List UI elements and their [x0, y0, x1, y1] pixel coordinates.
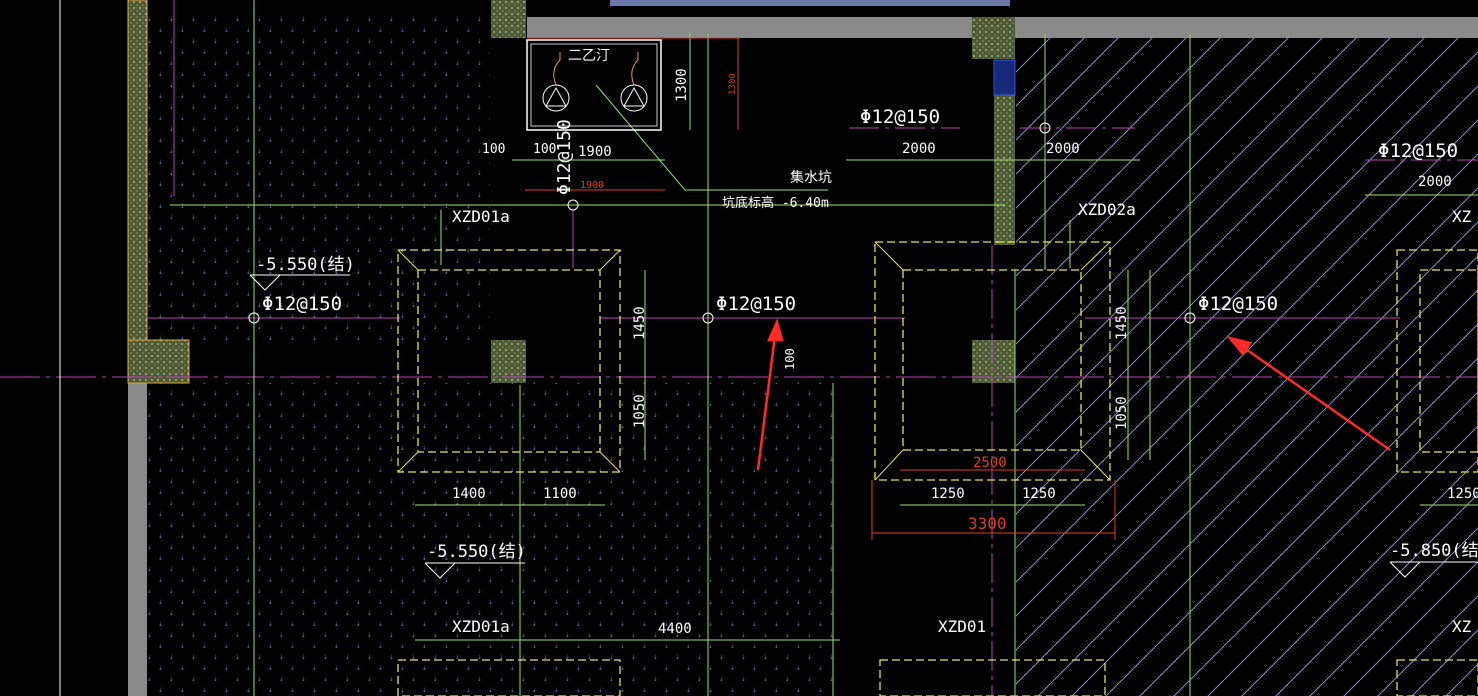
dim-4400: 4400	[658, 621, 692, 637]
grid-markers	[248, 122, 1196, 324]
red-dimension-lines	[525, 37, 1116, 540]
rebar-label-vertical: Φ12@150	[554, 119, 575, 195]
column-right	[972, 340, 1015, 383]
dotted-slab-bottom	[147, 383, 833, 696]
grey-wall-left	[128, 383, 147, 696]
elevation-left: -5.550(结)	[256, 255, 355, 275]
footing-label-e: XZ	[1452, 207, 1472, 226]
dim-1250-a: 1250	[931, 486, 965, 502]
footing-label-b: XZD02a	[1078, 200, 1136, 219]
pit-box-label: 二乙汀	[568, 48, 610, 64]
dim-1450-b: 1450	[1114, 306, 1130, 340]
red-arrows	[756, 318, 1391, 471]
dim-3300: 3300	[968, 514, 1007, 533]
footing-label-c: XZD01a	[452, 617, 510, 636]
dim-2000-a: 2000	[902, 141, 936, 157]
door-blue	[993, 59, 1016, 96]
wall-left-vertical	[127, 0, 148, 384]
dim-1250-b: 1250	[1022, 486, 1056, 502]
footing-corner-lines	[397, 241, 1111, 481]
hatched-slope-region	[1016, 38, 1478, 696]
dim-1050-a: 1050	[632, 394, 648, 428]
elevation-markers	[249, 274, 1478, 579]
column-mid	[491, 340, 526, 383]
wall-right-vertical	[994, 95, 1015, 245]
dim-100-a: 100	[482, 142, 505, 157]
footing-label-a: XZD01a	[452, 207, 510, 226]
dim-2000-c: 2000	[1418, 174, 1452, 190]
rebar-label-top-mid: Φ12@150	[860, 106, 940, 128]
dim-1250-c: 1250	[1447, 486, 1478, 502]
dim-100-b: 100	[533, 142, 556, 157]
dim-1450-a: 1450	[632, 306, 648, 340]
rebar-label-left: Φ12@150	[262, 293, 342, 315]
dotted-slab-top-left	[147, 12, 490, 342]
dim-1050-b: 1050	[1114, 396, 1130, 430]
text-labels: Φ12@150 Φ12@150 Φ12@150 Φ12@150 Φ12@150 …	[256, 48, 1478, 637]
elevation-bottom: -5.550(结)	[427, 542, 526, 562]
column-left	[127, 339, 190, 384]
column-top-right	[972, 17, 1015, 59]
dim-2000-b: 2000	[1046, 141, 1080, 157]
column-top-mid	[491, 0, 526, 38]
dim-1400: 1400	[452, 486, 486, 502]
dim-1900: 1900	[578, 144, 612, 160]
pit-elevation: 坑底标高 -6.40m	[722, 195, 829, 211]
rebar-label-top-far: Φ12@150	[1378, 140, 1458, 162]
dim-1900-red: 1900	[580, 180, 604, 191]
dimension-lines	[170, 0, 1478, 696]
elevation-right: -5.850(结	[1390, 541, 1478, 561]
footing-pads	[397, 241, 1478, 696]
pit-name: 集水坑	[790, 169, 832, 186]
pump-pit-box	[526, 39, 662, 131]
dim-1300-red: 1300	[728, 73, 738, 95]
dim-1100: 1100	[543, 486, 577, 502]
footing-label-f: XZ	[1452, 617, 1472, 636]
rebar-label-center: Φ12@150	[716, 293, 796, 315]
rebar-label-right: Φ12@150	[1198, 293, 1278, 315]
dim-1300: 1300	[674, 68, 690, 102]
dim-100-c: 100	[783, 348, 797, 370]
footing-label-d: XZD01	[938, 617, 986, 636]
dim-2500: 2500	[973, 455, 1007, 471]
blue-bar-top	[610, 0, 1010, 6]
